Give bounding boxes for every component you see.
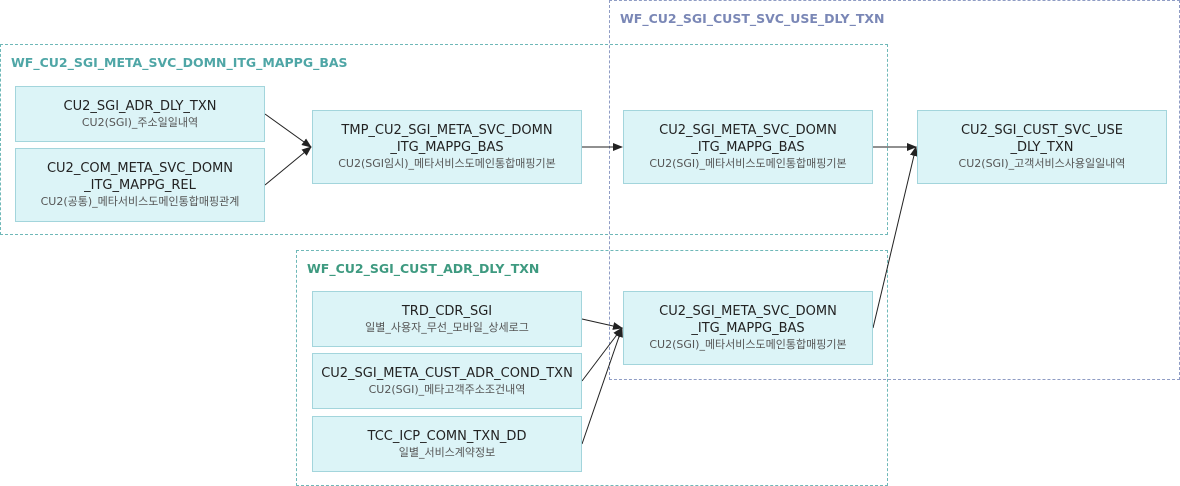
group-title: WF_CU2_SGI_CUST_ADR_DLY_TXN [307,261,540,276]
edge-trd_cdr-to-meta_bas_2 [581,318,623,330]
node-description: CU2(SGI)_메타서비스도메인통합매핑기본 [649,157,847,170]
table-node-tcc-icp-comn[interactable]: TCC_ICP_COMN_TXN_DD 일별_서비스계약정보 [312,416,582,472]
table-node-tmp-meta-svc-domn[interactable]: TMP_CU2_SGI_META_SVC_DOMN _ITG_MAPPG_BAS… [312,110,582,184]
node-description: CU2(SGI)_메타고객주소조건내역 [368,382,526,396]
table-node-meta-svc-domn-bas[interactable]: CU2_SGI_META_SVC_DOMN _ITG_MAPPG_BAS CU2… [623,110,873,184]
workflow-group-meta-svc-domn: WF_CU2_SGI_META_SVC_DOMN_ITG_MAPPG_BAS [0,44,888,235]
edge-adr_dly-to-tmp_meta [264,113,312,148]
table-node-meta-cust-adr-cond[interactable]: CU2_SGI_META_CUST_ADR_COND_TXN CU2(SGI)_… [312,353,582,409]
node-name: CU2_SGI_META_SVC_DOMN _ITG_MAPPG_BAS [659,304,837,336]
node-description: CU2(SGI)_주소일일내역 [81,115,199,129]
node-name: TCC_ICP_COMN_TXN_DD [367,428,527,444]
table-node-adr-dly-txn[interactable]: CU2_SGI_ADR_DLY_TXN CU2(SGI)_주소일일내역 [15,86,265,142]
node-name: CU2_COM_META_SVC_DOMN _ITG_MAPPG_REL [46,161,234,193]
node-description: CU2(공통)_메타서비스도메인통합매핑관계 [40,195,240,208]
node-name: CU2_SGI_META_SVC_DOMN _ITG_MAPPG_BAS [659,123,837,155]
node-name: TRD_CDR_SGI [401,303,493,319]
table-node-trd-cdr-sgi[interactable]: TRD_CDR_SGI 일별_사용자_무선_모바일_상세로그 [312,291,582,347]
node-name: CU2_SGI_ADR_DLY_TXN [63,98,217,114]
node-name: TMP_CU2_SGI_META_SVC_DOMN _ITG_MAPPG_BAS [341,123,553,155]
node-description: 일별_서비스계약정보 [398,445,496,459]
group-title: WF_CU2_SGI_META_SVC_DOMN_ITG_MAPPG_BAS [11,55,348,70]
node-description: CU2(SGI임시)_메타서비스도메인통합매핑기본 [338,157,556,170]
edge-tcc_icp-to-meta_bas_2 [581,327,623,445]
table-node-meta-svc-domn-bas[interactable]: CU2_SGI_META_SVC_DOMN _ITG_MAPPG_BAS CU2… [623,291,873,365]
group-title: WF_CU2_SGI_CUST_SVC_USE_DLY_TXN [620,11,885,26]
table-node-com-meta-svc-domn[interactable]: CU2_COM_META_SVC_DOMN _ITG_MAPPG_REL CU2… [15,148,265,222]
node-name: CU2_SGI_CUST_SVC_USE _DLY_TXN [960,123,1123,155]
table-node-cust-svc-use[interactable]: CU2_SGI_CUST_SVC_USE _DLY_TXN CU2(SGI)_고… [917,110,1167,184]
edge-meta_cust_adr-to-meta_bas_2 [581,327,623,382]
node-description: 일별_사용자_무선_모바일_상세로그 [365,320,529,334]
edge-meta_bas_2-to-cust_svc_use [872,146,918,329]
node-description: CU2(SGI)_메타서비스도메인통합매핑기본 [649,338,847,351]
node-name: CU2_SGI_META_CUST_ADR_COND_TXN [321,365,573,381]
edge-com_meta-to-tmp_meta [264,146,312,186]
node-description: CU2(SGI)_고객서비스사용일일내역 [958,157,1126,170]
